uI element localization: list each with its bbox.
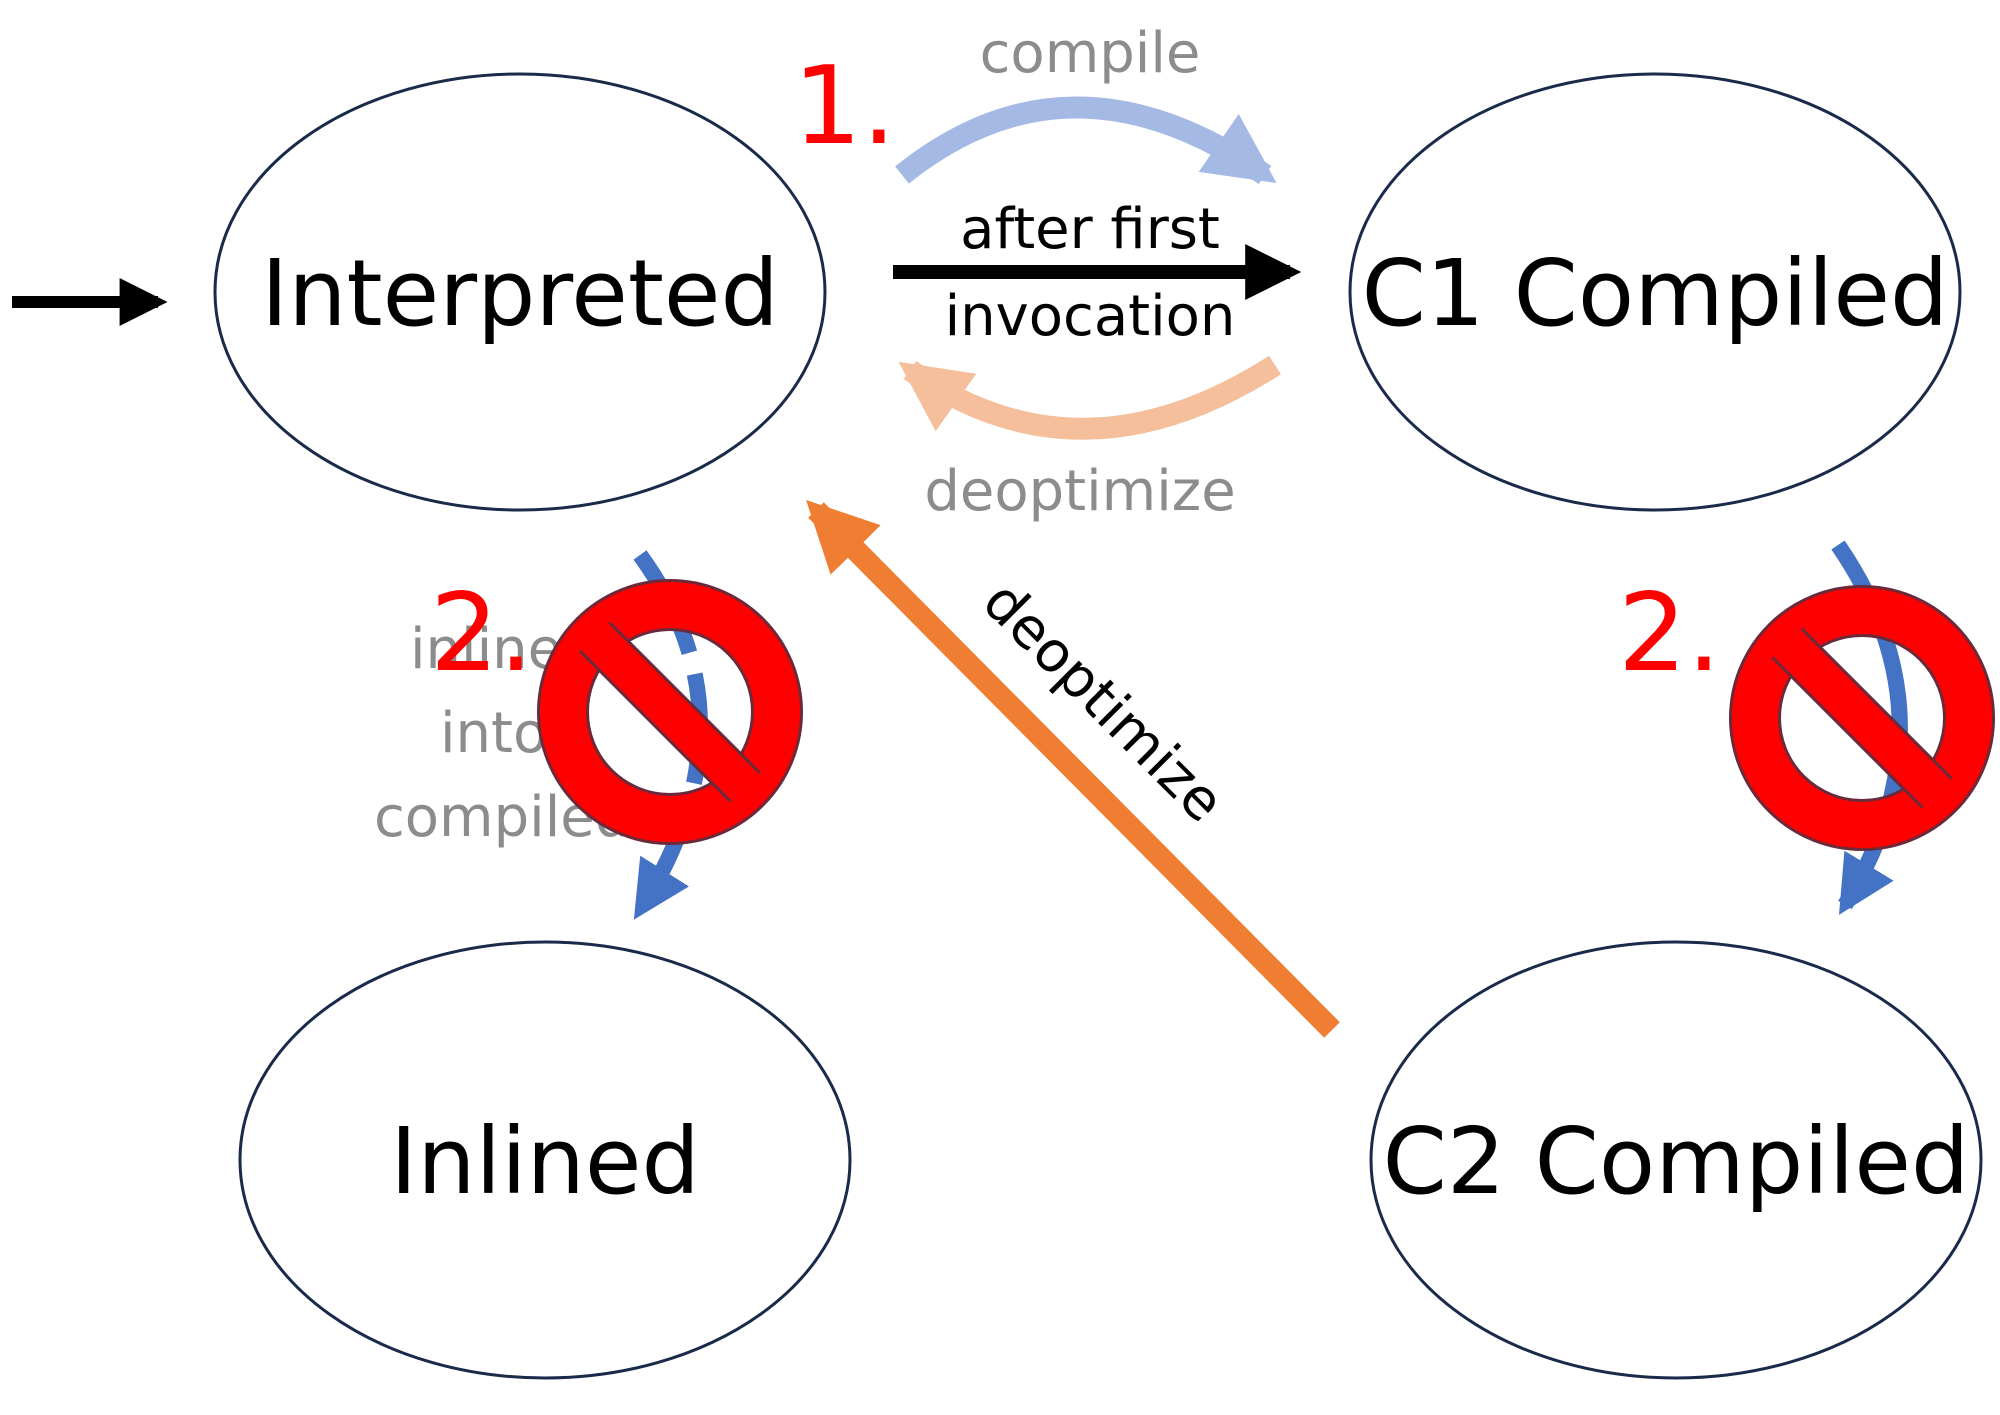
step-1-label: 1. (793, 44, 896, 169)
compile-arrow (895, 96, 1277, 185)
state-inlined (238, 940, 852, 1380)
prohibited-icon (1729, 585, 1995, 851)
invocation-label: invocation (945, 284, 1236, 349)
after-first-label: after first (960, 197, 1220, 262)
deoptimize-c2-arrow (806, 500, 1340, 1038)
deoptimize-c1-label: deoptimize (924, 459, 1235, 524)
compile-label: compile (980, 21, 1201, 86)
state-c1-compiled (1348, 72, 1962, 512)
deoptimize-c1-arrow (898, 355, 1281, 440)
prohibited-icon (537, 579, 803, 845)
step-2-right-label: 2. (1618, 571, 1721, 696)
state-label-inlined: Inlined (390, 1108, 700, 1215)
into-label: into (440, 701, 547, 766)
state-c2-compiled (1369, 940, 1983, 1380)
step-2-left-label: 2. (430, 571, 533, 696)
inline-label: inline (410, 617, 562, 682)
state-label-interpreted: Interpreted (261, 240, 779, 347)
state-label-c2-compiled: C2 Compiled (1383, 1108, 1970, 1215)
state-interpreted (213, 72, 827, 512)
state-label-c1-compiled: C1 Compiled (1362, 240, 1949, 347)
